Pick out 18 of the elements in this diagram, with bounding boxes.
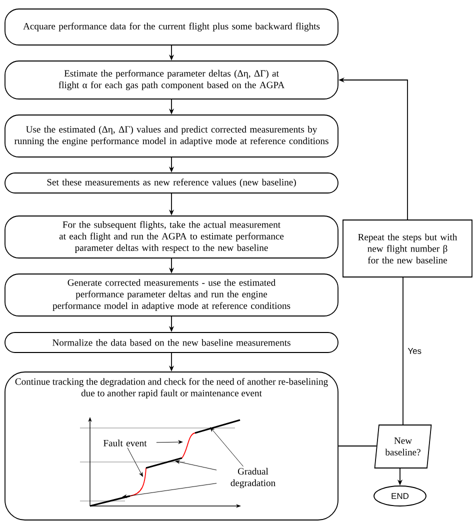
leader-line [156, 440, 183, 444]
leader-line [175, 460, 217, 470]
chart-annotation: Gradual degradation [230, 468, 276, 488]
edge-label: Yes [408, 348, 422, 354]
leader-line [127, 448, 143, 477]
connector-line [402, 277, 404, 425]
process-box: Normalize the data based on the new baseline measurements [4, 332, 338, 353]
process-box: Generate corrected measurements - use the estimated performance parameter deltas and run the engine performance model in adaptive mode at reference conditions [4, 274, 338, 316]
leader-line [210, 427, 244, 467]
decision-parallelogram: New baseline? [374, 424, 432, 468]
leader-line [122, 483, 217, 498]
process-box: Estimate the performance parameter deltas (Δη, ΔΓ) at flight α for each gas path component based on the AGPA [4, 60, 338, 100]
process-box: Repeat the steps but with new flight number β for the new baseline [342, 220, 472, 278]
process-box: Set these measurements as new reference values (new baseline) [4, 172, 338, 194]
process-box: Acquare performance data for the current flight plus some backward flights [4, 8, 338, 46]
process-box: Use the estimated (Δη, ΔΓ) values and predict corrected measurements by running the engine performance model in adaptive mode at reference conditions [4, 114, 338, 158]
chart-annotation: Fault event [104, 440, 147, 446]
process-box: For the subsequent flights, take the actual measurement at each flight and run the AGPA to estimate performance parameter deltas with respect to the new baseline [4, 216, 338, 258]
